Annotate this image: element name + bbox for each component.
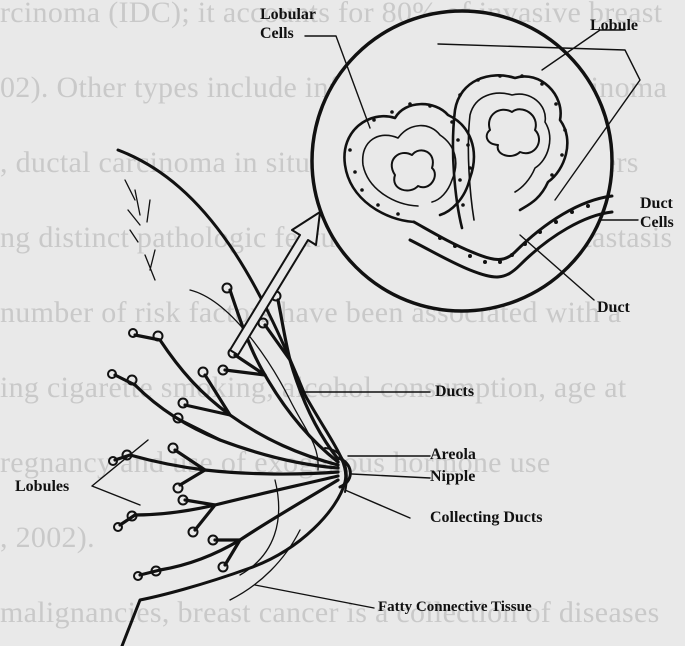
label-duct: Duct <box>597 298 630 317</box>
label-duct-cells-line1: Duct <box>640 194 673 213</box>
label-nipple: Nipple <box>430 467 475 486</box>
label-lobule: Lobule <box>590 16 638 35</box>
magnify-arrow <box>230 212 320 355</box>
rib-marks <box>125 180 155 280</box>
label-fatty-connective-tissue: Fatty Connective Tissue <box>378 598 532 617</box>
label-lobular-cells-line1: Lobular <box>260 5 316 24</box>
label-lobules: Lobules <box>15 477 69 496</box>
label-areola: Areola <box>430 445 476 464</box>
duct-tree <box>115 290 338 575</box>
label-ducts: Ducts <box>435 382 474 401</box>
label-lobular-cells-line2: Cells <box>260 24 294 43</box>
label-collecting-ducts: Collecting Ducts <box>430 508 542 527</box>
label-duct-cells-line2: Cells <box>640 213 674 232</box>
